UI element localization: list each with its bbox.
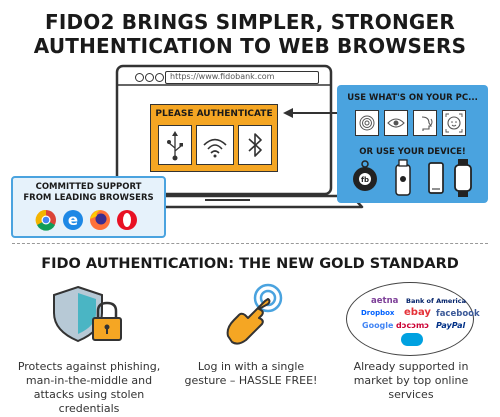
brand-paypal: PayPal xyxy=(436,321,466,330)
feature-3-line-1: Already supported in xyxy=(353,360,469,373)
brands-circle xyxy=(346,282,474,356)
fingerprint-icon[interactable] xyxy=(355,110,379,136)
brand-salesforce-label: salesforce xyxy=(401,347,427,352)
feature-2-line-2: gesture – HASSLE FREE! xyxy=(184,374,318,387)
title-line-1: FIDO2 BRINGS SIMPLER, STRONGER xyxy=(44,10,455,34)
feature-3-line-3: services xyxy=(388,388,434,401)
face-icon[interactable] xyxy=(442,110,466,136)
feature-2-line-1: Log in with a single xyxy=(197,360,305,373)
svg-text:e: e xyxy=(68,211,78,229)
brand-docomo: dɔcɔmɔ xyxy=(396,321,430,330)
chrome-icon xyxy=(35,209,56,231)
watch-icon xyxy=(454,159,472,197)
brand-bofa: Bank of America xyxy=(406,297,466,305)
brand-facebook: facebook xyxy=(436,309,480,319)
brand-aetna: aetna xyxy=(371,296,399,306)
feature-1-line-4: credentials xyxy=(58,402,120,415)
bluetooth-icon[interactable] xyxy=(238,125,272,165)
title-line-2: AUTHENTICATION TO WEB BROWSERS xyxy=(33,34,467,58)
brand-ebay: ebay xyxy=(404,307,431,318)
phone-icon xyxy=(428,162,444,194)
section-divider xyxy=(12,243,488,244)
usb-key-icon xyxy=(395,159,411,196)
edge-icon: e xyxy=(63,210,83,230)
address-bar[interactable]: https://www.fidobank.com xyxy=(165,71,319,84)
pc-options-panel: USE WHAT'S ON YOUR PC... OR USE YOUR DEV… xyxy=(337,85,488,203)
fob-icon: fb xyxy=(353,160,377,191)
browser-support-line-2: FROM LEADING BROWSERS xyxy=(23,193,154,203)
auth-prompt-label: PLEASE AUTHENTICATE xyxy=(155,109,273,119)
svg-text:fb: fb xyxy=(361,176,369,184)
feature-1-line-1: Protects against phishing, xyxy=(17,360,161,373)
window-dot-3 xyxy=(155,73,164,82)
feature-1-text: Protects against phishing, man-in-the-mi… xyxy=(14,360,164,416)
window-dot-2 xyxy=(145,73,154,82)
window-dot-1 xyxy=(135,73,144,82)
opera-icon xyxy=(117,210,137,230)
finger-tap-icon xyxy=(226,283,283,345)
brand-dropbox: Dropbox xyxy=(361,309,395,317)
feature-3-text: Already supported in market by top onlin… xyxy=(336,360,486,402)
nfc-icon[interactable] xyxy=(196,125,234,165)
firefox-icon xyxy=(90,210,110,230)
device-options-title: OR USE YOUR DEVICE! xyxy=(359,147,466,157)
brand-google: Google xyxy=(362,321,394,330)
feature-1-line-3: attacks using stolen xyxy=(33,388,145,401)
feature-1-line-2: man-in-the-middle and xyxy=(25,374,153,387)
shield-lock-icon xyxy=(53,285,122,343)
auth-prompt-panel: PLEASE AUTHENTICATE xyxy=(150,104,278,172)
device-icons-row: fb xyxy=(353,159,472,197)
feature-3-line-2: market by top online xyxy=(353,374,469,387)
address-url: https://www.fidobank.com xyxy=(170,72,275,81)
browser-support-line-1: COMMITTED SUPPORT xyxy=(35,182,142,192)
section-title: FIDO AUTHENTICATION: THE NEW GOLD STANDA… xyxy=(41,256,459,272)
usb-icon[interactable] xyxy=(158,125,192,165)
browser-support-panel: COMMITTED SUPPORT FROM LEADING BROWSERS … xyxy=(11,176,166,238)
brand-salesforce: salesforce xyxy=(401,333,427,352)
eye-icon[interactable] xyxy=(384,110,408,136)
voice-icon[interactable] xyxy=(413,110,437,136)
pc-options-title: USE WHAT'S ON YOUR PC... xyxy=(347,93,478,103)
feature-2-text: Log in with a single gesture – HASSLE FR… xyxy=(176,360,326,388)
